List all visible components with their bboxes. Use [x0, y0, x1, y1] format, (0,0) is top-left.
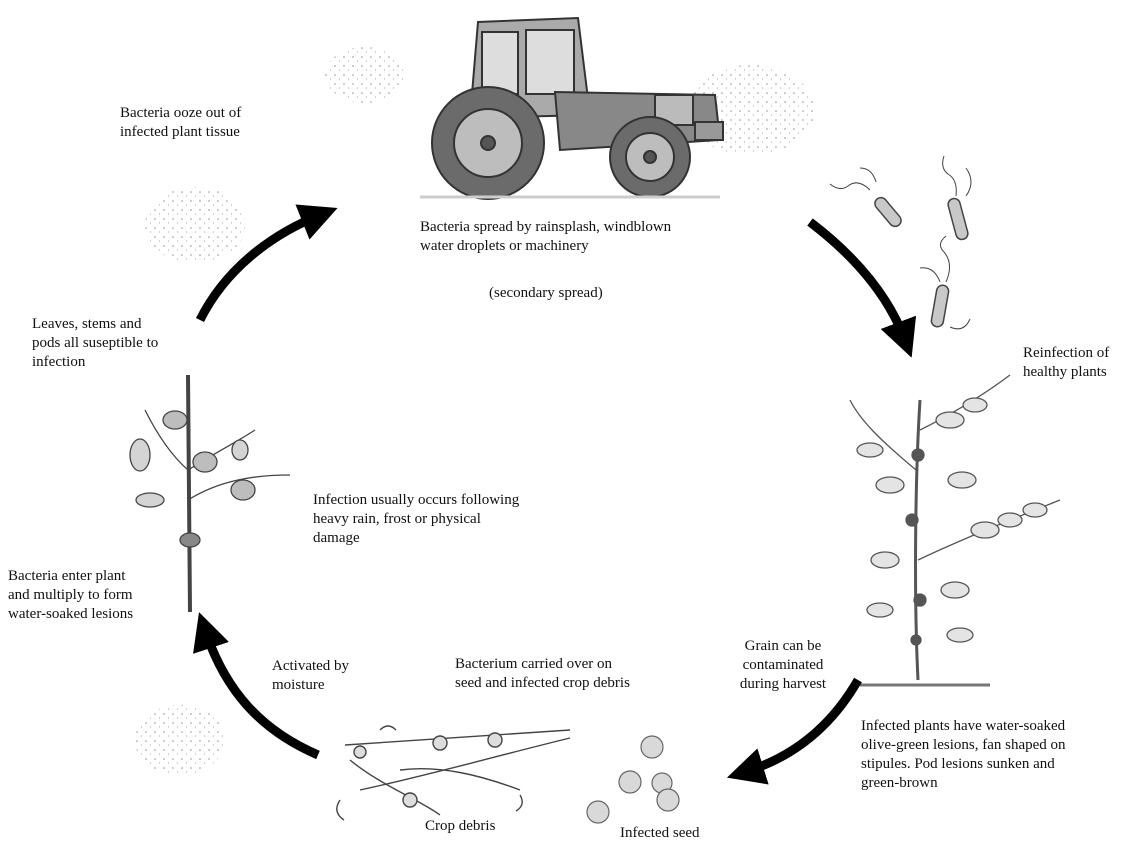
infection-occurs-label: Infection usually occurs following heavy… — [313, 492, 520, 546]
reinfection-label: Reinfection of healthy plants — [1023, 345, 1110, 380]
infected-seed-illustration — [586, 735, 680, 824]
activated-label: Activated by moisture — [272, 658, 350, 693]
infected-seed-label: Infected seed — [620, 825, 700, 841]
healthy-pea-plant-illustration — [849, 374, 1061, 687]
bacteria-illustration — [829, 155, 972, 330]
crop-debris-label: Crop debris — [425, 818, 496, 834]
cycle-arrow — [193, 204, 917, 785]
grain-label: Grain can be contaminated during harvest — [739, 638, 827, 692]
infected-plants-label: Infected plants have water-soaked olive-… — [861, 718, 1066, 791]
spread-label: Bacteria spread by rainsplash, windblown… — [420, 219, 672, 254]
tractor-illustration — [420, 16, 724, 200]
infected-plant-illustration — [129, 374, 291, 613]
susceptible-label: Leaves, stems and pods all suseptible to… — [32, 316, 159, 370]
secondary-spread-label: (secondary spread) — [489, 285, 603, 301]
carried-over-label: Bacterium carried over on seed and infec… — [455, 656, 630, 691]
ooze-label: Bacteria ooze out of infected plant tiss… — [120, 105, 242, 140]
crop-debris-illustration — [336, 725, 571, 821]
enter-plant-label: Bacteria enter plant and multiply to for… — [8, 568, 134, 622]
